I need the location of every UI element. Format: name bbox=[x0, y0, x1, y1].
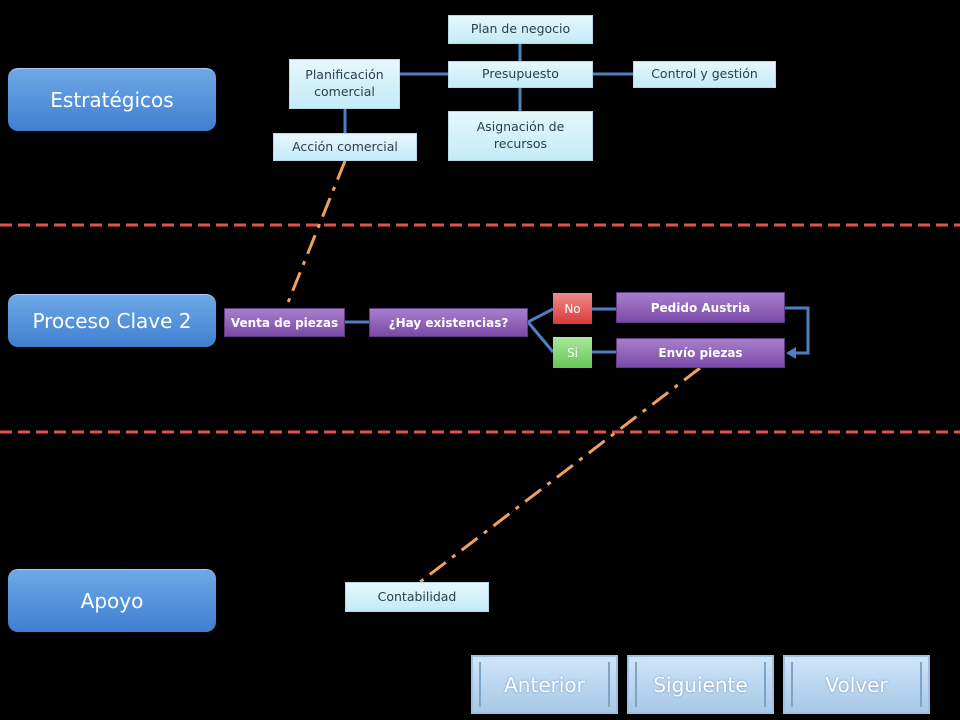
box-asignacion-recursos: Asignación de recursos bbox=[448, 111, 593, 161]
box-presupuesto: Presupuesto bbox=[448, 61, 593, 88]
box-si: Si bbox=[553, 337, 592, 368]
box-no: No bbox=[553, 293, 592, 324]
level-estrategicos-label: Estratégicos bbox=[50, 87, 174, 112]
siguiente-button-label: Siguiente bbox=[635, 662, 766, 707]
level-proceso-clave: Proceso Clave 2 bbox=[8, 294, 216, 347]
box-pedido-austria: Pedido Austria bbox=[616, 292, 785, 323]
box-plan-negocio: Plan de negocio bbox=[448, 15, 593, 44]
link-envio-contabilidad bbox=[419, 366, 701, 584]
anterior-button-label: Anterior bbox=[479, 662, 610, 707]
volver-button[interactable]: Volver bbox=[783, 655, 930, 714]
level-estrategicos: Estratégicos bbox=[8, 68, 216, 131]
level-proceso-clave-label: Proceso Clave 2 bbox=[32, 308, 192, 333]
connector-existencias-no bbox=[527, 307, 554, 324]
level-apoyo-label: Apoyo bbox=[80, 588, 144, 613]
arrowhead-envio bbox=[786, 347, 796, 359]
level-apoyo: Apoyo bbox=[8, 569, 216, 632]
volver-button-label: Volver bbox=[791, 662, 922, 707]
link-accion-venta bbox=[283, 160, 347, 311]
connector-pedido-envio bbox=[785, 306, 810, 355]
box-hay-existencias: ¿Hay existencias? bbox=[369, 308, 528, 337]
box-venta-piezas: Venta de piezas bbox=[224, 308, 345, 337]
connector-existencias-si bbox=[526, 321, 555, 353]
box-contabilidad: Contabilidad bbox=[345, 582, 489, 612]
box-control-gestion: Control y gestión bbox=[633, 61, 776, 88]
box-planificacion-comercial: Planificación comercial bbox=[289, 59, 400, 109]
box-envio-piezas: Envío piezas bbox=[616, 338, 785, 368]
siguiente-button[interactable]: Siguiente bbox=[627, 655, 774, 714]
box-accion-comercial: Acción comercial bbox=[273, 133, 417, 161]
anterior-button[interactable]: Anterior bbox=[471, 655, 618, 714]
